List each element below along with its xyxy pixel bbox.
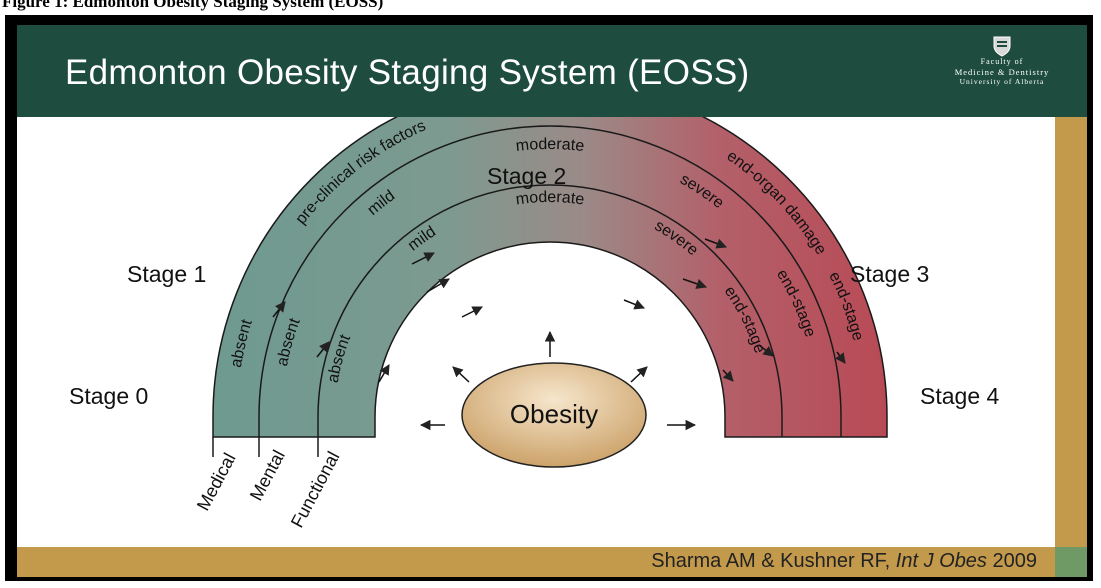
mental-moderate-wrap: moderate: [515, 136, 585, 155]
figure-caption: Figure 1: Edmonton Obesity Staging Syste…: [2, 0, 384, 11]
logo-line-1: Faculty of: [980, 57, 1024, 66]
logo-line-3: University of Alberta: [959, 77, 1045, 86]
crest-icon: [993, 36, 1011, 57]
band-arrows: [272, 238, 846, 383]
mental-moderate: moderate: [515, 136, 585, 155]
arrow-medical-3: [835, 351, 846, 364]
arrow-mental-2: [682, 278, 707, 289]
slide: Edmonton Obesity Staging System (EOSS) F…: [17, 25, 1087, 577]
arrow-functional-1: [461, 306, 483, 318]
arrow-up-left: [452, 366, 470, 383]
slide-title: Edmonton Obesity Staging System (EOSS): [65, 53, 750, 92]
obesity-ellipse: [461, 362, 647, 468]
stage-3-label: Stage 3: [850, 261, 929, 287]
citation: Sharma AM & Kushner RF, Int J Obes 2009: [651, 550, 1037, 573]
band-separator-2: [317, 184, 783, 457]
corner-accent: [1055, 547, 1087, 577]
stage-1-label: Stage 1: [127, 261, 206, 287]
domain-medical: Medical: [193, 450, 240, 514]
arrow-functional-3: [722, 369, 734, 382]
citation-authors: Sharma AM & Kushner RF,: [651, 550, 896, 572]
arrow-mental-4: [316, 341, 330, 358]
domain-mental: Mental: [246, 447, 289, 504]
domain-functional: Functional: [287, 448, 344, 531]
logo-line-2: Medicine & Dentistry: [954, 67, 1050, 77]
citation-year: 2009: [986, 550, 1037, 572]
stage-2-label: Stage 2: [487, 163, 566, 189]
stage-0-label: Stage 0: [69, 383, 148, 409]
arrow-mental-3: [758, 344, 774, 357]
arrow-medical-1: [411, 252, 435, 265]
slide-header: [17, 25, 1087, 117]
arrow-functional-4: [378, 364, 390, 383]
arrow-medical-4: [272, 301, 286, 318]
functional-moderate: moderate: [515, 189, 586, 209]
obesity-arrows: [419, 330, 697, 431]
functional-moderate-wrap: moderate: [515, 189, 586, 209]
arrow-medical-2: [704, 238, 727, 249]
obesity-label: Obesity: [510, 399, 598, 429]
stage-4-label: Stage 4: [920, 383, 999, 409]
arrow-up-right: [630, 366, 648, 383]
arrow-functional-2: [623, 299, 645, 310]
arrow-mental-1: [426, 278, 450, 293]
band-separator-1: [258, 125, 842, 457]
stage-arch: [212, 117, 888, 438]
bottom-accent-bar: [17, 547, 1087, 577]
citation-journal: Int J Obes: [895, 550, 987, 572]
faculty-logo: Faculty of Medicine & Dentistry Universi…: [939, 35, 1065, 115]
right-accent-bar: [1055, 117, 1087, 547]
eoss-diagram: absent pre-clinical risk factors co-morb…: [69, 117, 999, 531]
